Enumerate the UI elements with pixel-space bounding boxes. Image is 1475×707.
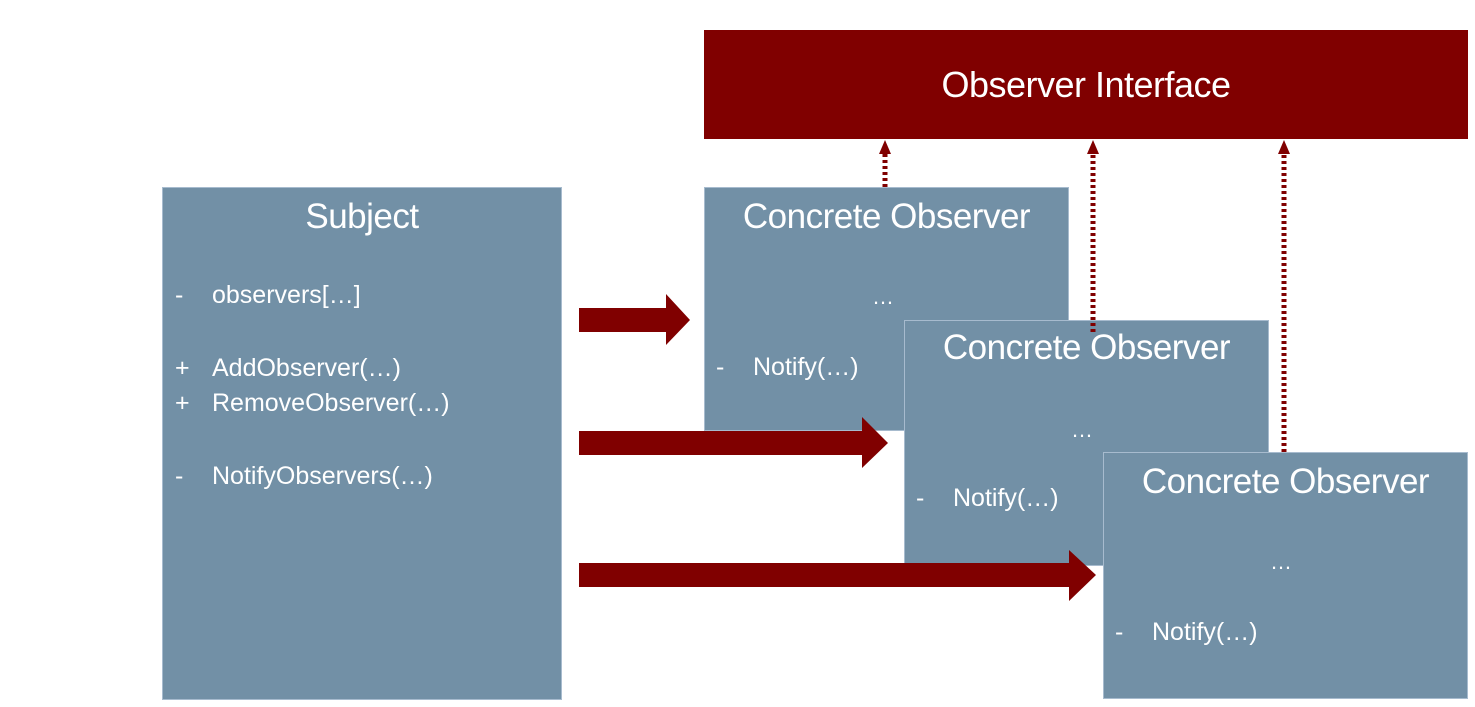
member-label: Notify(…): [753, 353, 859, 381]
member-label: observers[…]: [212, 281, 361, 309]
concrete-observer-title: Concrete Observer: [942, 328, 1231, 367]
member-label: NotifyObservers(…): [212, 462, 433, 490]
concrete-observer-title: Concrete Observer: [742, 197, 1031, 236]
member-visibility: -: [916, 484, 925, 512]
member-visibility: -: [175, 281, 184, 309]
subject-title: Subject: [305, 197, 419, 236]
subject-box: Subject - observers[…] + AddObserver(…) …: [162, 187, 562, 700]
realization-arrow-2: [1087, 140, 1099, 332]
member-label: Notify(…): [953, 484, 1059, 512]
realization-arrow-1: [879, 140, 891, 187]
realization-arrow-3: [1278, 140, 1290, 452]
observer-interface-box: Observer Interface: [704, 30, 1468, 139]
association-arrow-2: [579, 417, 888, 468]
concrete-observer-ellipsis: …: [872, 284, 894, 309]
concrete-observer-ellipsis: …: [1270, 549, 1292, 574]
member-visibility: +: [175, 389, 190, 417]
association-arrow-3: [579, 550, 1096, 601]
member-visibility: -: [1115, 618, 1124, 646]
concrete-observer-ellipsis: …: [1071, 417, 1093, 442]
member-visibility: -: [716, 353, 725, 381]
member-label: Notify(…): [1152, 618, 1258, 646]
member-label: AddObserver(…): [212, 354, 401, 382]
concrete-observer-box-3: Concrete Observer … - Notify(…): [1103, 452, 1468, 699]
association-arrow-1: [579, 294, 690, 345]
member-visibility: +: [175, 354, 190, 382]
concrete-observer-title: Concrete Observer: [1141, 462, 1430, 501]
observer-interface-title: Observer Interface: [941, 63, 1231, 105]
member-label: RemoveObserver(…): [212, 389, 450, 417]
member-visibility: -: [175, 462, 184, 490]
